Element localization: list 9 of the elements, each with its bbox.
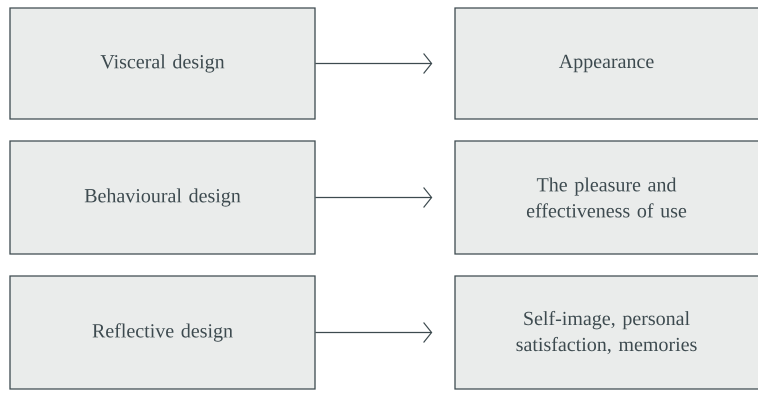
box: The pleasure and effectiveness of use bbox=[454, 140, 758, 255]
arrow bbox=[316, 322, 432, 343]
arrow bbox=[316, 187, 432, 208]
box: Self-image, personal satisfaction, memories bbox=[454, 275, 758, 390]
box: Visceral design bbox=[9, 7, 316, 120]
box: Appearance bbox=[454, 7, 758, 120]
box: Behavioural design bbox=[9, 140, 316, 255]
arrow bbox=[316, 53, 432, 74]
box: Reflective design bbox=[9, 275, 316, 390]
